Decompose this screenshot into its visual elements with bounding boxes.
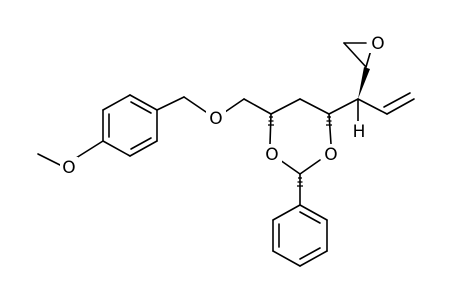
bond	[272, 204, 301, 221]
bond-vinyl-double-a	[386, 98, 415, 115]
bond	[102, 94, 131, 111]
bond-o-ch2	[224, 98, 245, 113]
bond	[299, 204, 328, 221]
bond-aryl-omethyl	[75, 140, 104, 159]
hashed-bond-c6	[326, 116, 332, 126]
ring-oxygen-right-label: O	[324, 145, 337, 165]
double-bond-inner	[299, 247, 321, 260]
epoxide-ring	[343, 42, 372, 68]
wedge-bond-epoxide	[358, 67, 370, 99]
bond-c6-ch	[328, 98, 359, 115]
bond-ch2-o	[183, 96, 207, 113]
bond-ch2-c4	[243, 98, 272, 115]
bond	[102, 140, 131, 157]
bond	[269, 113, 272, 145]
phenyl-ring	[272, 204, 328, 267]
pmb-aryl-ring	[102, 94, 158, 157]
hashed-bond-c4	[268, 116, 274, 126]
bond-o-methyl	[37, 153, 63, 167]
hydrogen-label: H	[353, 122, 366, 142]
ring-oxygen-left-label: O	[265, 145, 278, 165]
bond	[328, 113, 332, 145]
ether-oxygen-label: O	[209, 109, 222, 129]
bond-aryl-ch2	[156, 96, 185, 111]
bond	[299, 98, 330, 115]
methoxy-oxygen-label: O	[62, 158, 75, 178]
label-bg	[60, 157, 78, 177]
label-bg	[368, 33, 388, 53]
label-bg	[321, 144, 341, 164]
bond	[299, 159, 321, 175]
double-bond-inner	[130, 137, 152, 150]
double-bond-inner	[130, 101, 152, 114]
bond	[299, 250, 328, 267]
dioxane-ring	[269, 98, 332, 175]
bond-ch-vinyl	[357, 98, 388, 115]
label-bg	[351, 121, 367, 141]
bond	[129, 94, 158, 111]
bond	[129, 140, 158, 157]
bond-vinyl-double-b	[383, 92, 411, 108]
label-bg	[206, 108, 226, 128]
bond	[270, 98, 301, 115]
epoxide-oxygen-label: O	[371, 34, 384, 54]
double-bond-inner	[299, 211, 321, 224]
bond	[272, 250, 301, 267]
bond	[279, 159, 301, 175]
bond	[343, 42, 367, 68]
label-bg	[262, 144, 282, 164]
